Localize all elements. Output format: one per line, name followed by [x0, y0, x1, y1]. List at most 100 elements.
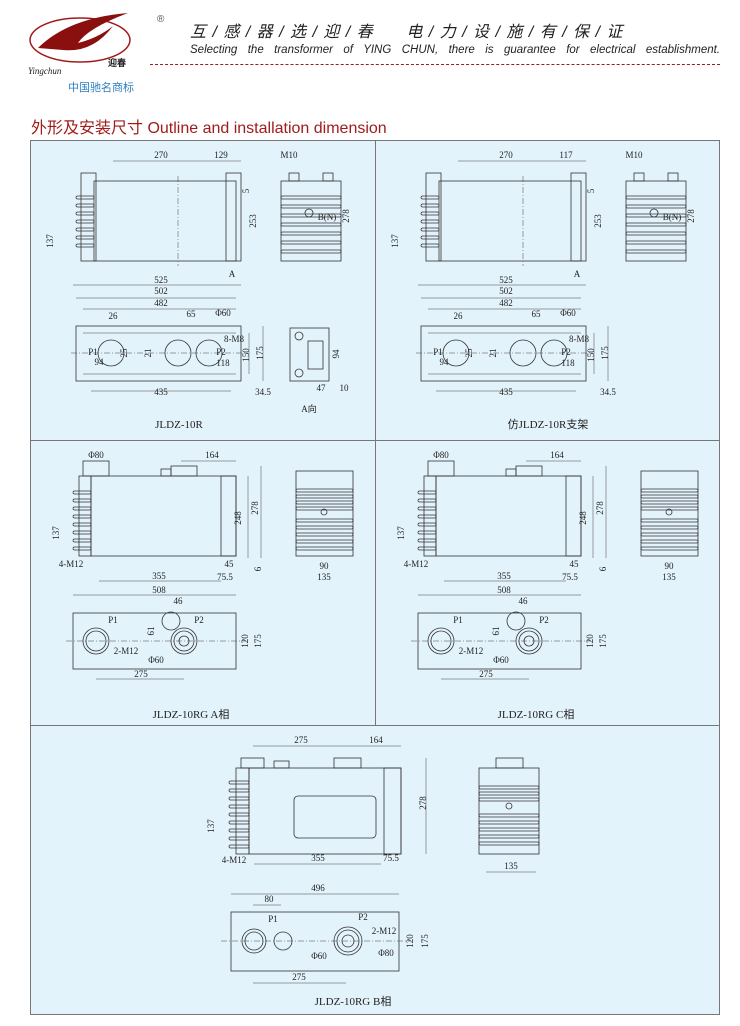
secondary-terminal	[649, 208, 659, 218]
insulator-fin	[478, 785, 540, 790]
dimension-label: 5	[241, 188, 251, 193]
secondary-terminal	[304, 208, 314, 218]
dimension-label: 26	[109, 311, 119, 321]
dimension-label: 525	[154, 275, 168, 285]
dimension-label: 120	[585, 634, 595, 648]
dimension-label: P1	[108, 615, 118, 625]
insulator-fin	[478, 813, 540, 818]
insulator-fin	[228, 780, 250, 785]
insulator-fin	[625, 222, 687, 227]
dimension-label: Φ60	[148, 655, 164, 665]
dimension-label: 34.5	[255, 387, 271, 397]
dimension-label: 137	[390, 234, 400, 248]
dimension-label: P2	[358, 912, 368, 922]
insulator-fin	[420, 211, 440, 216]
end-view	[640, 470, 699, 557]
insulator-fin	[417, 522, 437, 527]
insulator-fin	[640, 546, 699, 551]
dimension-label: 8-M8	[569, 334, 589, 344]
insulator-fin	[295, 488, 354, 493]
dimension-label: A	[229, 269, 236, 279]
registered-mark: ®	[157, 14, 165, 25]
slogan-english: Selecting the transformer of YING CHUN, …	[190, 44, 720, 56]
dimension-label: 26	[454, 311, 464, 321]
dimension-label: 355	[152, 571, 166, 581]
insulator-fin	[640, 525, 699, 530]
insulator-fin	[420, 195, 440, 200]
outline	[225, 172, 242, 262]
outline	[160, 468, 172, 477]
end-view	[280, 180, 342, 262]
terminal-circle	[244, 931, 264, 951]
dimension-label: M10	[625, 150, 643, 160]
outline	[170, 465, 198, 477]
dimension-label: 47	[317, 383, 327, 393]
slogan-chinese: 互 / 感 / 器 / 选 / 迎 / 春 电 / 力 / 设 / 施 / 有 …	[190, 24, 624, 41]
outline	[565, 475, 582, 557]
dimension-label: 137	[45, 234, 55, 248]
dimension-label: Φ60	[493, 655, 509, 665]
dimension-label: 253	[593, 214, 603, 228]
insulator-fin	[295, 539, 354, 544]
insulator-fin	[75, 219, 95, 224]
dimension-label: 5	[586, 188, 596, 193]
dimension-label: 150	[586, 348, 596, 362]
insulator-fin	[478, 791, 540, 796]
dimension-label: 80	[265, 894, 275, 904]
insulator-fin	[75, 235, 95, 240]
dimension-label: 164	[550, 450, 564, 460]
dimension-label: 46	[519, 596, 529, 606]
insulator-fin	[417, 498, 437, 503]
outline	[82, 460, 110, 477]
outline	[633, 172, 645, 182]
outline	[273, 760, 290, 769]
secondary-terminal	[320, 508, 328, 516]
insulator-fin	[72, 522, 92, 527]
insulator-fin	[417, 490, 437, 495]
dimension-label: 6	[598, 566, 608, 571]
end-view	[478, 767, 540, 855]
trademark-caption: 中国驰名商标	[68, 82, 134, 94]
insulator-fin	[625, 204, 687, 209]
insulator-fin	[640, 506, 699, 511]
dimension-label: 135	[317, 572, 331, 582]
outline	[322, 172, 334, 182]
outline	[383, 767, 402, 855]
dimension-label: 6	[253, 566, 263, 571]
dimension-label: 164	[205, 450, 219, 460]
transformer-body	[435, 475, 582, 557]
dimension-label: 25	[464, 348, 474, 358]
dimension-label: 120	[405, 934, 415, 948]
dimension-label: 275	[134, 669, 148, 679]
insulator-fin	[228, 844, 250, 849]
insulator-fin	[228, 804, 250, 809]
dimension-label: 137	[206, 819, 216, 833]
dimension-label: B(N)	[663, 212, 682, 222]
dimension-label: 10	[340, 383, 350, 393]
insulator-fin	[75, 195, 95, 200]
dimension-label: 94	[331, 349, 341, 359]
dimension-label: P1	[433, 347, 443, 357]
insulator-fin	[417, 530, 437, 535]
dimension-label: 275	[479, 669, 493, 679]
insulator-fin	[75, 211, 95, 216]
outline	[495, 757, 524, 769]
end-view	[625, 180, 687, 262]
insulator-fin	[280, 195, 342, 200]
terminal-circle	[85, 630, 107, 652]
insulator-fin	[295, 506, 354, 511]
outline	[423, 475, 437, 557]
insulator-fin	[295, 525, 354, 530]
top-view	[230, 911, 400, 972]
insulator-fin	[417, 514, 437, 519]
panel-title: JLDZ-10RG A相	[153, 708, 230, 721]
dimension-label: 118	[561, 358, 575, 368]
dimension-label: 90	[665, 561, 675, 571]
terminal-circle	[173, 630, 195, 652]
dimension-label: 137	[51, 526, 61, 540]
dimension-label: Φ60	[560, 308, 576, 318]
terminal-circle	[430, 630, 452, 652]
dimension-label: B(N)	[318, 212, 337, 222]
insulator-fin	[478, 827, 540, 832]
insulator-fin	[280, 213, 342, 218]
